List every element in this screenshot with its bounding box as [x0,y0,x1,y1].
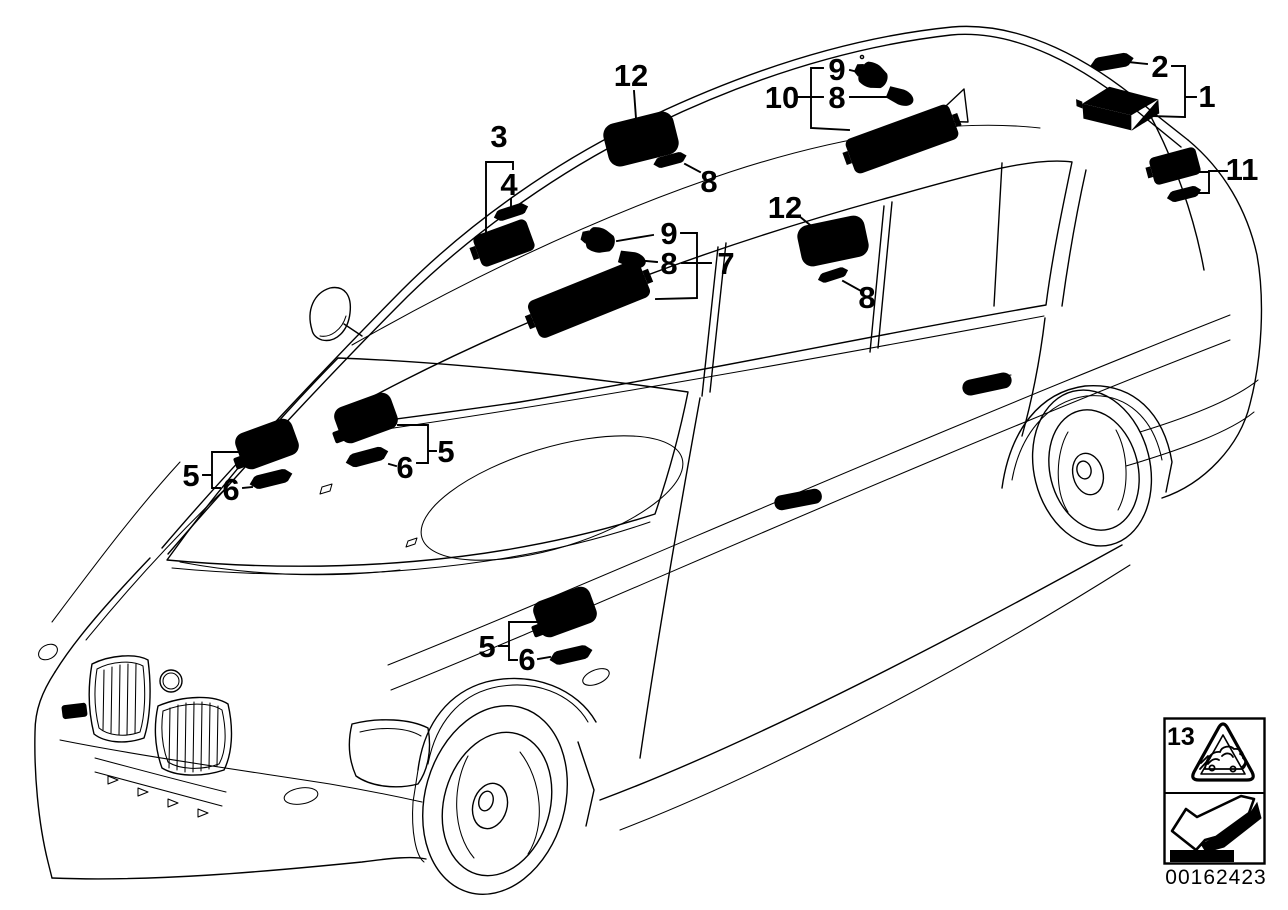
callout-10[interactable]: 10 [765,80,799,115]
callout-8[interactable]: 8 [660,246,677,281]
callout-6[interactable]: 6 [396,450,413,485]
callout-8[interactable]: 8 [700,164,717,199]
hood [51,461,418,673]
festoon-bulb-icon[interactable] [1165,184,1203,204]
wedge-bulb-icon[interactable] [885,84,917,110]
festoon-bulb-icon[interactable] [547,643,595,667]
festoon-bulb-icon[interactable] [343,444,391,470]
festoon-bulb-icon[interactable] [247,466,295,492]
windshield [166,357,689,575]
rear-wheel [1031,389,1153,547]
side-mirror [309,286,363,342]
fog-lamp [283,787,319,805]
interior-lamp-housing-icon[interactable] [466,217,537,271]
callout-9[interactable]: 9 [660,216,677,251]
callout-12[interactable]: 12 [614,58,648,93]
callout-13[interactable]: 13 [1167,723,1195,751]
front-grille [88,655,233,776]
callout-8[interactable]: 8 [858,280,875,315]
licence-plate-lamp-icon[interactable] [838,100,966,178]
front-bumper [34,643,431,880]
callout-6[interactable]: 6 [518,642,535,677]
interior-dome-lamp-icon[interactable] [324,389,401,449]
licence-plate-lamp-icon[interactable] [520,255,658,343]
legend-box: 13 [1163,717,1266,865]
callout-5[interactable]: 5 [478,629,495,664]
car-line-art [34,25,1263,895]
leader-lines [202,60,1228,661]
front-door-handle [774,488,822,511]
callout-11[interactable]: 11 [1226,152,1259,187]
diagram-part-number: 00162423 [1165,866,1266,889]
callout-6[interactable]: 6 [222,472,239,507]
side-repeater [582,668,610,686]
bmw-roundel [159,669,183,693]
callout-5[interactable]: 5 [437,434,454,469]
callout-2[interactable]: 2 [1151,49,1168,84]
callout-3[interactable]: 3 [490,119,507,154]
interior-lamp-housing-icon[interactable] [1143,146,1202,188]
side-marker [38,643,58,661]
callout-12[interactable]: 12 [768,190,802,225]
callout-4[interactable]: 4 [500,167,518,202]
legend-frame [1163,717,1266,865]
callout-5[interactable]: 5 [182,458,199,493]
callout-8[interactable]: 8 [828,80,845,115]
bulb-socket-icon[interactable] [850,56,892,94]
front-wheel [412,677,597,895]
callout-1[interactable]: 1 [1198,79,1215,114]
car-glasshouse [357,160,1087,433]
car-side [387,54,1231,831]
callout-labels: 2 1 9 8 10 12 8 3 4 9 8 7 12 8 11 5 6 5 … [182,49,1258,677]
rear-door-handle [962,372,1012,396]
interior-dome-lamp-icon[interactable] [225,415,302,475]
direction-arrow-icon [1170,794,1262,862]
tow-hook-cover [61,702,88,720]
callout-9[interactable]: 9 [828,52,845,87]
crushed-car-warning-triangle-icon [1191,722,1255,782]
callout-7[interactable]: 7 [717,246,734,281]
